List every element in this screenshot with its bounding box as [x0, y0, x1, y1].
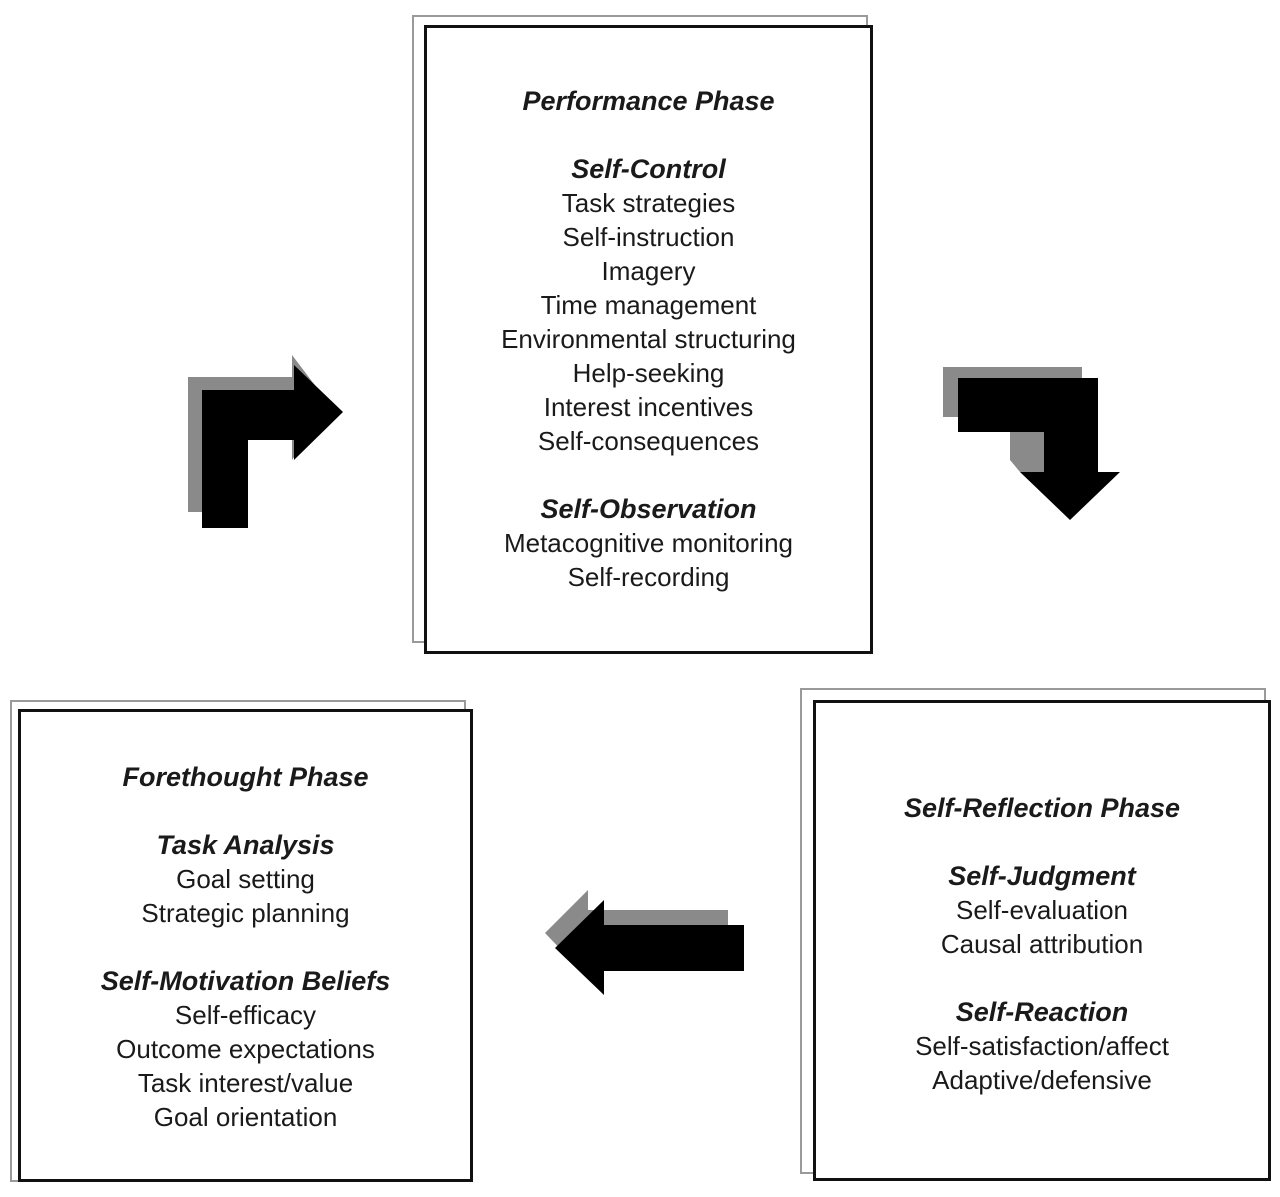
performance-box-frame: Performance Phase Self-Control Task stra… — [424, 25, 873, 654]
list-item: Self-evaluation — [956, 895, 1128, 925]
list-item: Task strategies — [561, 188, 736, 218]
arrow-body — [555, 900, 744, 995]
self-judgment-heading: Self-Judgment — [948, 861, 1136, 891]
self-reflection-phase-title: Self-Reflection Phase — [903, 793, 1181, 823]
self-control-heading: Self-Control — [571, 154, 726, 184]
arrow-body — [202, 365, 343, 528]
arrow-forethought-to-performance — [188, 355, 343, 528]
self-observation-heading: Self-Observation — [540, 494, 757, 524]
list-item: Strategic planning — [141, 898, 350, 928]
arrow-body — [958, 378, 1120, 520]
list-item: Outcome expectations — [116, 1034, 375, 1064]
list-item: Help-seeking — [572, 358, 725, 388]
self-motivation-beliefs-heading: Self-Motivation Beliefs — [100, 966, 391, 996]
list-item: Goal setting — [176, 864, 315, 894]
performance-phase-title: Performance Phase — [522, 86, 775, 116]
list-item: Adaptive/defensive — [932, 1065, 1152, 1095]
list-item: Causal attribution — [940, 929, 1144, 959]
list-item: Metacognitive monitoring — [503, 528, 794, 558]
list-item: Self-efficacy — [174, 1000, 317, 1030]
list-item: Self-recording — [567, 562, 730, 592]
arrow-performance-to-reflection — [943, 367, 1120, 520]
list-item: Time management — [540, 290, 757, 320]
list-item: Task interest/value — [137, 1068, 354, 1098]
forethought-box-frame: Forethought Phase Task Analysis Goal set… — [18, 709, 473, 1182]
list-item: Imagery — [601, 256, 696, 286]
list-item: Environmental structuring — [501, 324, 796, 354]
list-item: Interest incentives — [543, 392, 754, 422]
forethought-phase-title: Forethought Phase — [122, 762, 369, 792]
list-item: Self-consequences — [537, 426, 760, 456]
list-item: Self-satisfaction/affect — [915, 1031, 1169, 1061]
list-item: Self-instruction — [562, 222, 735, 252]
list-item: Goal orientation — [153, 1102, 338, 1132]
task-analysis-heading: Task Analysis — [156, 830, 335, 860]
reflection-box-frame: Self-Reflection Phase Self-Judgment Self… — [813, 700, 1271, 1181]
arrow-reflection-to-forethought — [545, 890, 744, 995]
self-reaction-heading: Self-Reaction — [955, 997, 1129, 1027]
